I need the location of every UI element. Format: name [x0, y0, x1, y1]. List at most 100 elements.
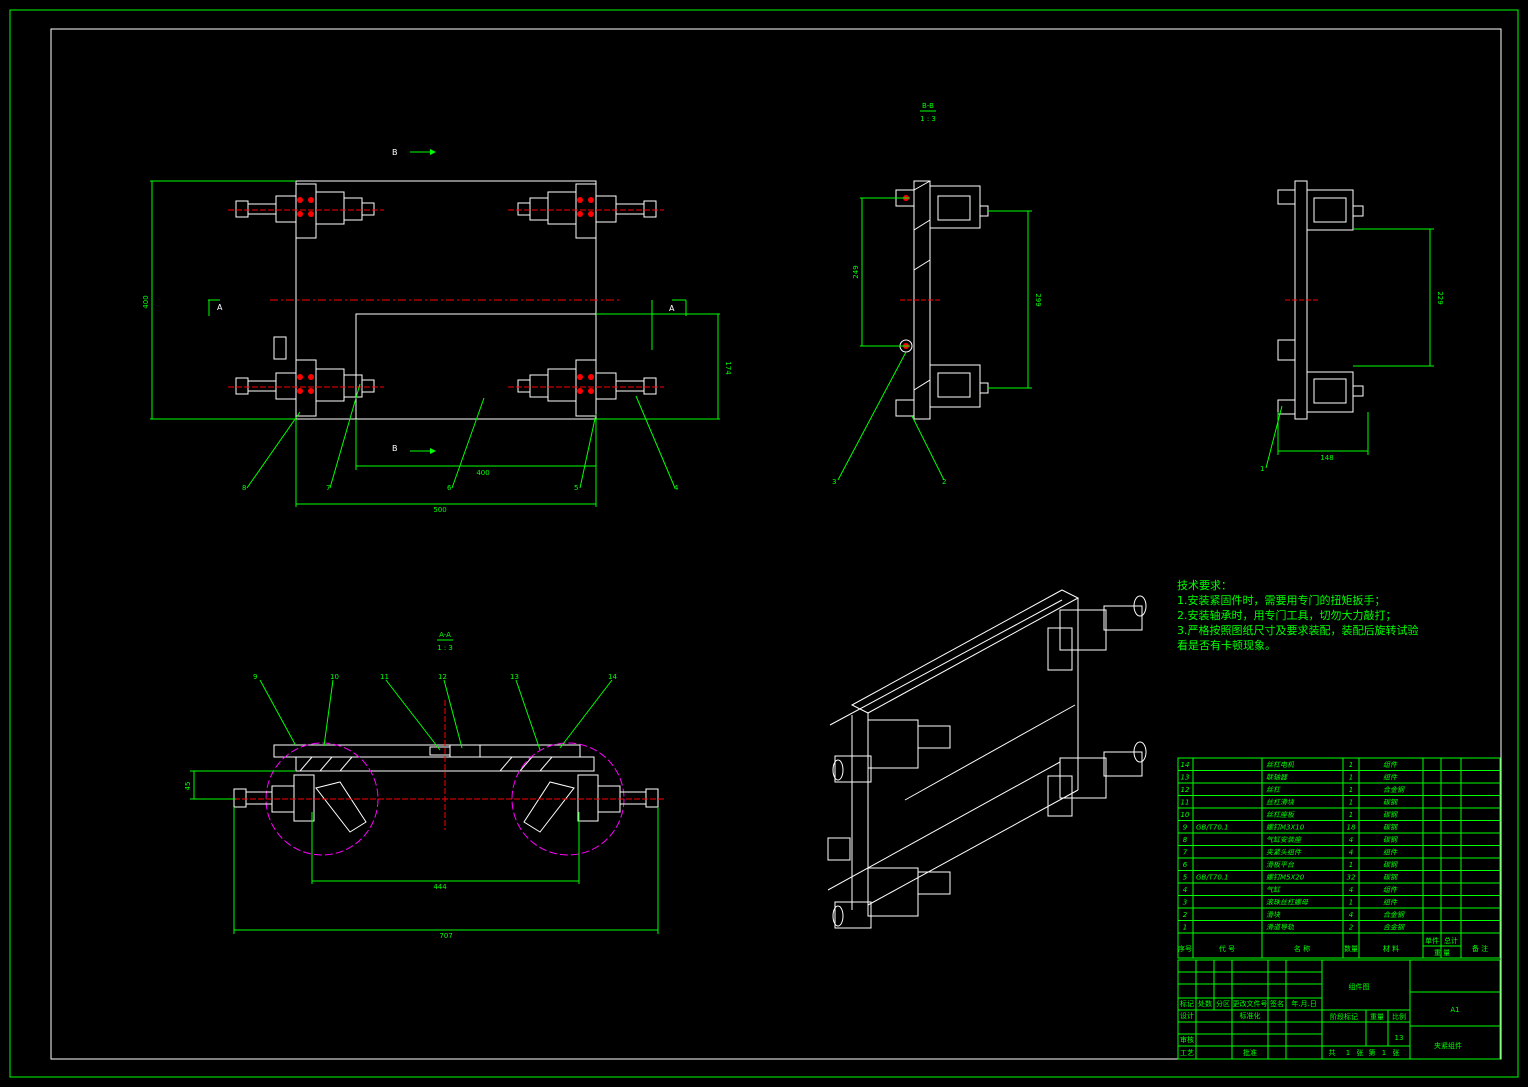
svg-text:张: 张 [1357, 1048, 1364, 1057]
isometric-view [827, 589, 1147, 929]
bom-cell: 1 [1349, 761, 1353, 769]
svg-text:设计: 设计 [1180, 1011, 1194, 1020]
svg-text:A: A [217, 303, 223, 312]
section-mark-a-right: A [669, 299, 687, 316]
balloon-2: 2 [911, 415, 946, 486]
balloon-7: 7 [326, 383, 361, 492]
balloon-12: 12 [438, 673, 463, 749]
bom-cell: 组件 [1383, 899, 1398, 907]
title-block: 组件图 A1 夹紧组件 13 标记 处数 分区 更改文件号 签名 年.月.日 设… [1177, 959, 1501, 1060]
balloon-8: 8 [242, 411, 301, 492]
dim-148: 148 [1277, 412, 1369, 462]
bom-cell: 滑块 [1266, 911, 1281, 919]
svg-text:444: 444 [433, 883, 447, 891]
dim-707: 707 [233, 807, 659, 940]
sheet-size-label: A1 [1450, 1006, 1459, 1014]
svg-text:6: 6 [447, 484, 452, 492]
svg-text:共: 共 [1329, 1048, 1336, 1057]
bom-cell: 8 [1183, 836, 1188, 844]
svg-text:张: 张 [1393, 1048, 1400, 1057]
bom-cell: 合金钢 [1383, 924, 1405, 932]
bom-cell: 组件 [1383, 886, 1398, 894]
svg-text:707: 707 [439, 932, 452, 940]
bom-cell: 滚珠丝杠螺母 [1266, 899, 1309, 907]
bom-cell: 碳钢 [1383, 799, 1398, 807]
section-mark-b-top: B [392, 148, 436, 157]
svg-text:签名: 签名 [1270, 999, 1284, 1008]
clamp-assembly-top-right [508, 183, 664, 239]
svg-text:5: 5 [574, 484, 578, 492]
bom-cell: 碳钢 [1383, 811, 1398, 819]
dim-249: 249 [852, 197, 910, 347]
outer-frame [9, 9, 1519, 1078]
svg-text:处数: 处数 [1198, 999, 1212, 1008]
bom-cell: 组件 [1383, 774, 1398, 782]
bom-cell: 丝杠 [1266, 786, 1281, 794]
bom-cell: 1 [1349, 774, 1353, 782]
svg-text:8: 8 [242, 484, 246, 492]
bom-cell: 碳钢 [1383, 836, 1398, 844]
balloon-10: 10 [323, 673, 339, 747]
bom-cell: 1 [1349, 799, 1353, 807]
svg-text:阶段标记: 阶段标记 [1330, 1012, 1358, 1021]
svg-text:13: 13 [510, 673, 519, 681]
svg-text:229: 229 [1436, 291, 1444, 304]
balloon-4: 4 [635, 395, 679, 492]
bom-cell: GB/T70.1 [1196, 874, 1228, 882]
svg-text:1: 1 [1346, 1049, 1350, 1057]
svg-text:分区: 分区 [1216, 999, 1230, 1008]
svg-text:1 : 3: 1 : 3 [437, 644, 453, 652]
dim-229: 229 [1353, 228, 1444, 367]
balloon-1: 1 [1260, 405, 1283, 473]
balloon-11: 11 [380, 673, 441, 751]
assembly-name-label: 夹紧组件 [1434, 1041, 1462, 1050]
side-view: 229 148 1 [1260, 180, 1444, 473]
bom-cell: 1 [1183, 924, 1187, 932]
scale-value: 13 [1395, 1034, 1404, 1042]
bom-cell: 碳钢 [1383, 824, 1398, 832]
clamp-assembly-bottom-left [228, 336, 384, 417]
balloon-5: 5 [574, 413, 597, 492]
tech-line-2: 2.安装轴承时，用专门工具，切勿大力敲打； [1177, 609, 1397, 622]
bom-cell: 4 [1183, 886, 1187, 894]
bom-cell: 滑道导轨 [1266, 924, 1294, 932]
bom-cell: 3 [1183, 899, 1187, 907]
bom-cell: 1 [1349, 811, 1353, 819]
revision-labels: 标记 处数 分区 更改文件号 签名 年.月.日 [1180, 999, 1317, 1008]
svg-text:4: 4 [674, 484, 679, 492]
iso-clamp-2 [832, 867, 951, 929]
slide-platform-outline [355, 313, 597, 420]
bom-cell: 12 [1181, 786, 1190, 794]
tech-line-3: 3.严格按照图纸尺寸及要求装配，装配后旋转试验 [1177, 624, 1419, 637]
bom-cell: 丝杠电机 [1266, 761, 1295, 769]
svg-text:标记: 标记 [1180, 999, 1194, 1008]
svg-text:A-A: A-A [439, 631, 451, 639]
bom-cell: 1 [1349, 899, 1353, 907]
svg-text:第: 第 [1369, 1048, 1376, 1057]
balloon-3: 3 [832, 351, 907, 486]
svg-text:审核: 审核 [1180, 1035, 1194, 1044]
svg-text:B-B: B-B [922, 102, 934, 110]
bom-cell: 4 [1349, 849, 1353, 857]
bom-cell: 联轴器 [1266, 774, 1288, 782]
bom-cell: 4 [1349, 911, 1353, 919]
svg-text:400: 400 [142, 295, 150, 308]
bom-cell: 滑板平台 [1266, 861, 1295, 869]
svg-text:序号: 序号 [1178, 944, 1192, 953]
tech-title: 技术要求： [1177, 579, 1232, 592]
svg-text:249: 249 [852, 265, 860, 278]
dim-height-400: 400 [142, 180, 296, 420]
bom-cell: 14 [1181, 761, 1190, 769]
svg-text:单件: 单件 [1425, 936, 1439, 945]
bom-cell: 丝杠滑块 [1266, 799, 1295, 807]
clamp-assembly-top-left [228, 183, 384, 239]
svg-text:材 料: 材 料 [1383, 944, 1399, 953]
svg-text:代 号: 代 号 [1219, 944, 1235, 953]
svg-text:B: B [392, 444, 398, 453]
svg-text:重 量: 重 量 [1434, 949, 1450, 957]
bom-cell: 7 [1183, 849, 1188, 857]
bom-cell: 碳钢 [1383, 874, 1398, 882]
svg-text:1 : 3: 1 : 3 [920, 115, 936, 123]
